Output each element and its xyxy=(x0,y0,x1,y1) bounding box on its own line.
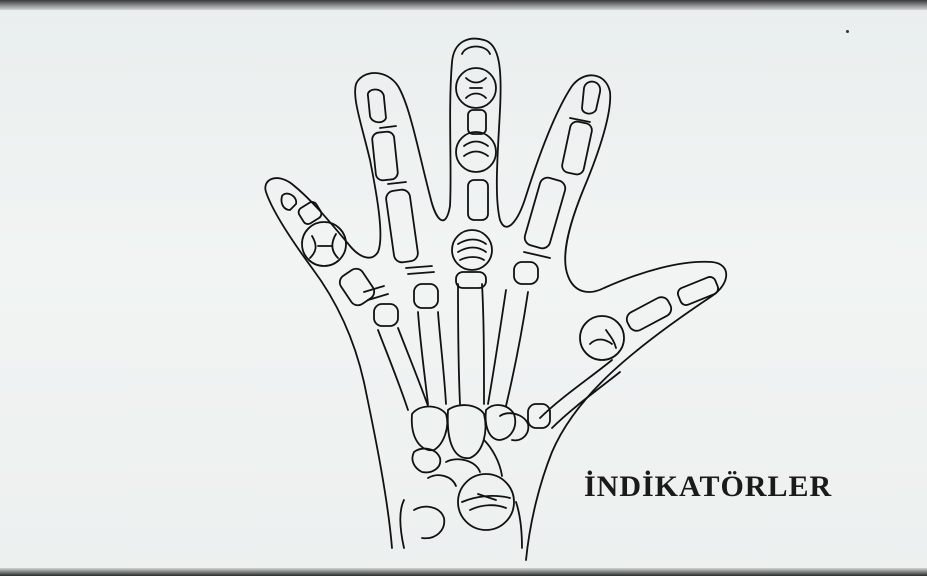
indicator-circle-middle-base xyxy=(452,230,492,270)
screen-bottom-edge xyxy=(0,568,927,576)
indicator-circle-little xyxy=(302,222,346,266)
indicator-circle-middle-distal xyxy=(456,68,496,108)
indicator-circle-thumb xyxy=(580,316,624,360)
indicator-circle-middle-proximal xyxy=(456,132,496,172)
little-finger-bones xyxy=(281,194,428,410)
indicator-circle-wrist xyxy=(458,474,514,530)
carpal-bones xyxy=(400,405,528,548)
ring-finger-bones xyxy=(488,82,600,406)
indicators-caption: İNDİKATÖRLER xyxy=(584,470,832,504)
thumb-bones xyxy=(528,275,720,428)
